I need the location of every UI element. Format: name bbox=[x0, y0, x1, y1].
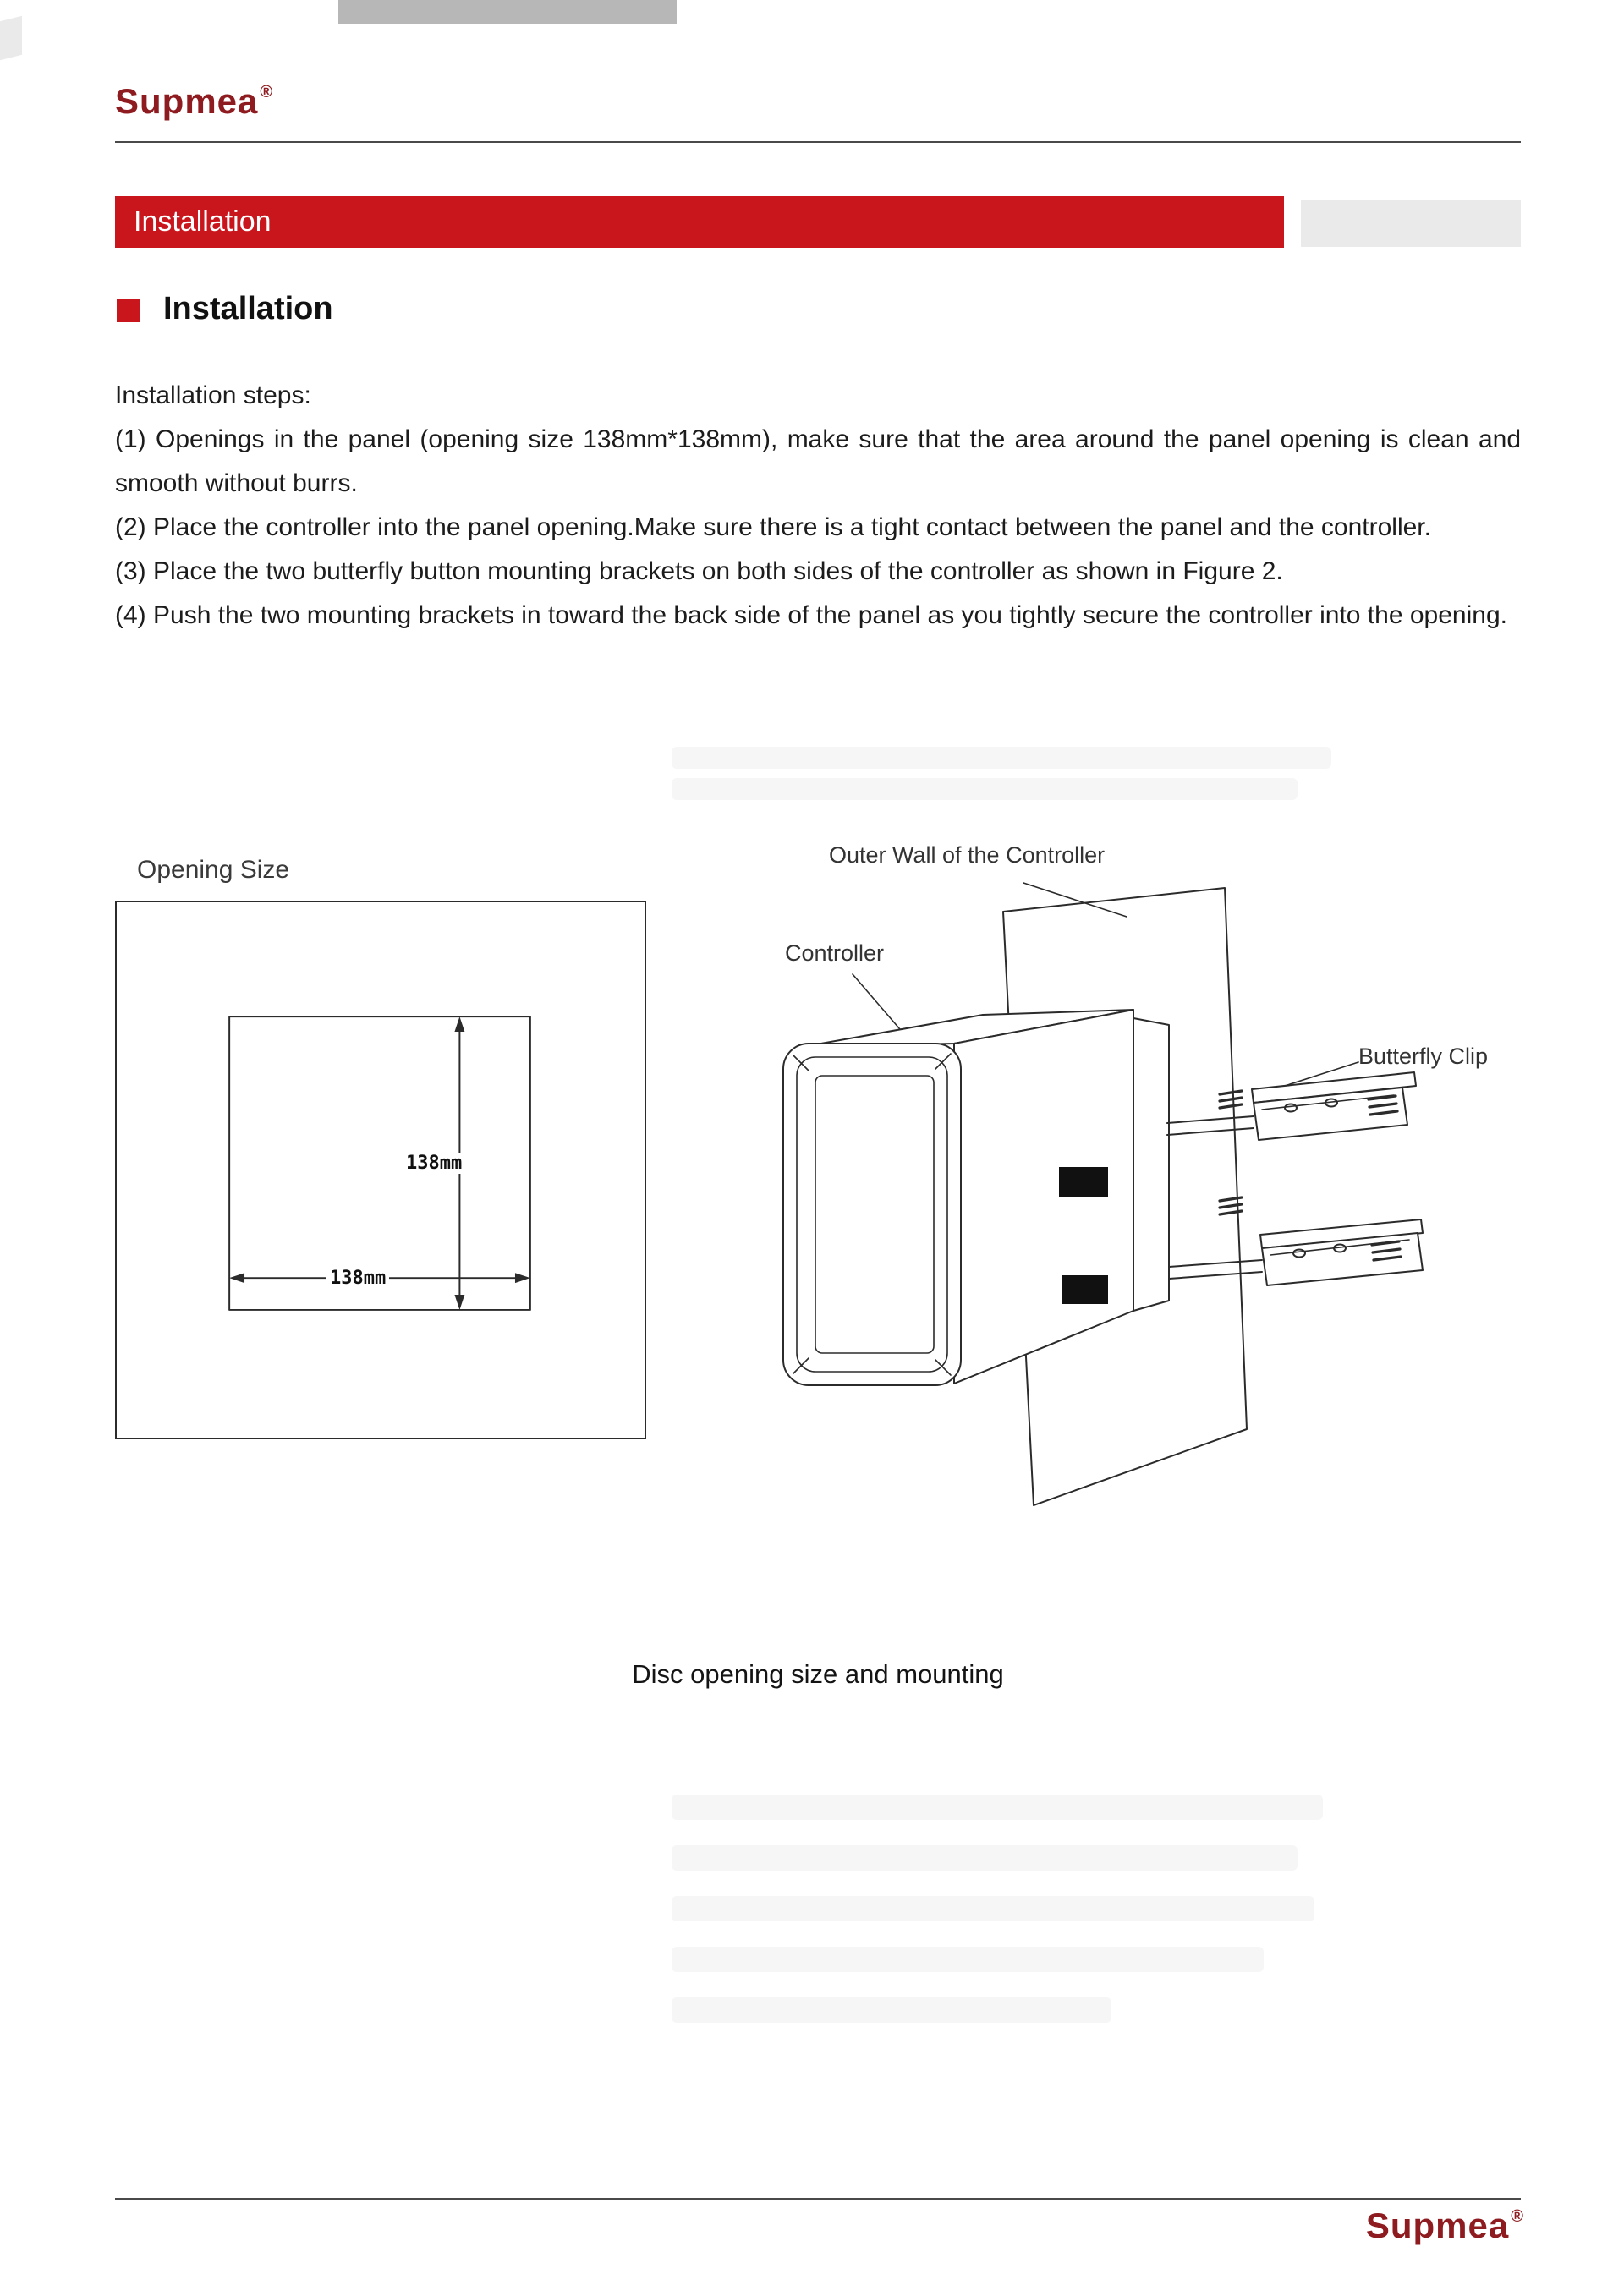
header-divider bbox=[115, 141, 1521, 143]
page-title: Installation bbox=[163, 291, 333, 326]
footer-logo: Supmea® bbox=[1365, 2206, 1524, 2246]
opening-size-title: Opening Size bbox=[137, 856, 290, 884]
steps-intro: Installation steps: bbox=[115, 381, 311, 409]
butterfly-clip-label: Butterfly Clip bbox=[1358, 1044, 1489, 1069]
footer-logo-text: Supmea bbox=[1365, 2206, 1510, 2245]
outer-wall-label: Outer Wall of the Controller bbox=[829, 842, 1106, 868]
scan-ghost-row bbox=[672, 1997, 1111, 2023]
scan-ghost-row bbox=[672, 1896, 1314, 1921]
section-heading: Installation bbox=[117, 291, 333, 327]
banner-label: Installation bbox=[134, 205, 272, 238]
step-4: (4) Push the two mounting brackets in to… bbox=[115, 601, 1507, 629]
vertical-dimension-label: 138mm bbox=[403, 1153, 466, 1174]
installation-steps: Installation steps: (1) Openings in the … bbox=[115, 374, 1521, 638]
header-logo-text: Supmea bbox=[115, 81, 259, 121]
scan-artifact-corner bbox=[0, 15, 22, 61]
scan-artifact-top bbox=[338, 0, 677, 24]
mounting-figure: Outer Wall of the Controller Controller … bbox=[744, 839, 1497, 1524]
footer-divider bbox=[115, 2198, 1521, 2200]
scan-ghost-row bbox=[672, 1795, 1323, 1820]
heading-bullet-icon bbox=[117, 299, 140, 322]
header-logo: Supmea® bbox=[115, 81, 272, 122]
banner-gray-tab bbox=[1301, 200, 1521, 247]
scan-ghost-row bbox=[672, 778, 1298, 800]
step-1: (1) Openings in the panel (opening size … bbox=[115, 425, 1521, 497]
opening-size-figure: 138mm 138mm bbox=[115, 901, 646, 1439]
controller-label: Controller bbox=[785, 940, 885, 966]
scan-ghost-row bbox=[672, 1845, 1298, 1871]
section-banner: Installation bbox=[115, 196, 1284, 248]
figure-caption: Disc opening size and mounting bbox=[632, 1659, 1004, 1689]
header-logo-reg: ® bbox=[260, 83, 274, 101]
scan-ghost-row bbox=[672, 747, 1331, 769]
opening-size-drawing bbox=[228, 1016, 531, 1311]
footer-logo-reg: ® bbox=[1511, 2207, 1524, 2226]
step-3: (3) Place the two butterfly button mount… bbox=[115, 557, 1283, 585]
scan-ghost-row bbox=[672, 1947, 1264, 1972]
step-2: (2) Place the controller into the panel … bbox=[115, 513, 1431, 541]
mounting-drawing bbox=[782, 882, 1424, 1506]
horizontal-dimension-label: 138mm bbox=[326, 1268, 390, 1289]
